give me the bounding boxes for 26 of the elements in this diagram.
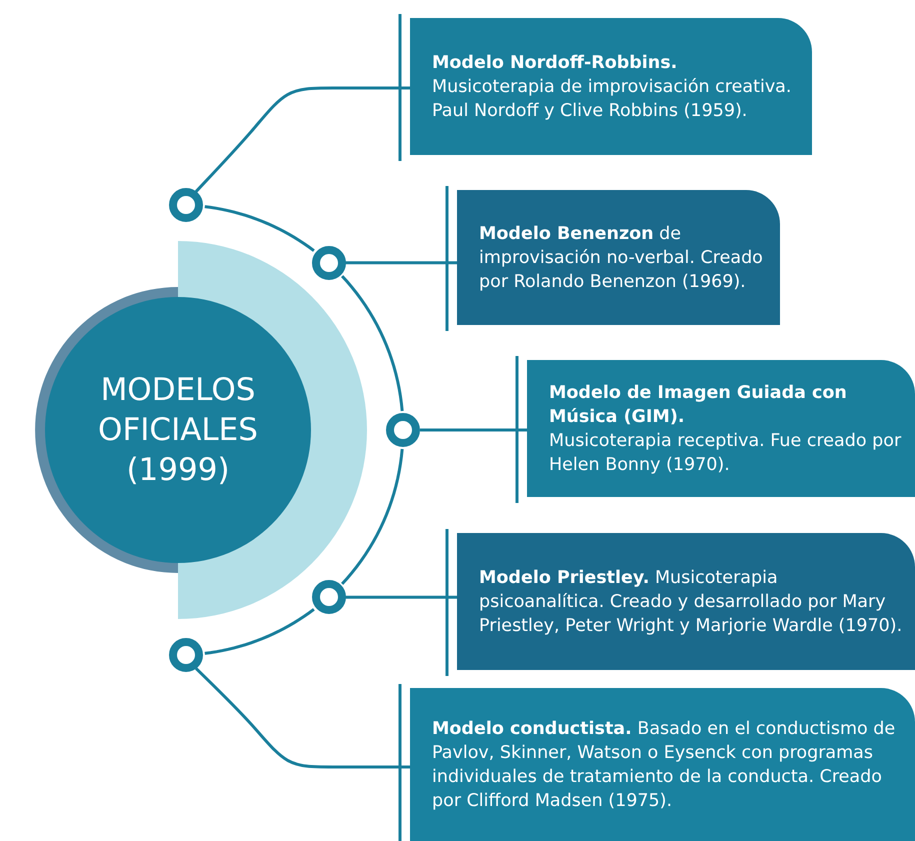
connector-line [204, 608, 315, 655]
ring-circle [312, 580, 346, 614]
model-card [527, 360, 915, 497]
model-title: Modelo de Imagen Guiada con Música (GIM). [549, 382, 848, 428]
model-description: Modelo Priestley. Musicoterapia psicoanalítica. Creado y desarrollado por Mary Priestley, Peter Wright y Marjorie Wardle (1970). [479, 566, 903, 638]
center-title: MODELOS OFICIALES (1999) [97, 371, 259, 490]
connector-line [204, 205, 315, 252]
ring-circle [168, 188, 203, 222]
connector-line [346, 261, 457, 264]
ring-circle [168, 638, 203, 672]
connector-line [195, 667, 410, 768]
connector-line [341, 275, 404, 412]
connector-line [194, 86, 410, 193]
model-card [410, 688, 915, 841]
model-description: Modelo conductista. Basado en el conductismo de Pavlov, Skinner, Watson o Eysenck con programas individuales de tratamiento de la conducta. Creado por Clifford Madsen (1975). [432, 718, 896, 812]
connector-line [341, 448, 404, 585]
ring-circle [312, 246, 346, 280]
connector-line [420, 428, 527, 432]
ring-circle [386, 413, 420, 447]
model-card [457, 190, 780, 325]
model-description: Musicoterapia receptiva. Fue creado por Helen Bonny (1970). [549, 430, 902, 476]
model-description: Modelo Benenzon de improvisación no-verbal. Creado por Rolando Benenzon (1969). [479, 222, 764, 294]
connector-line [346, 596, 457, 599]
model-card [457, 533, 915, 670]
model-description: Modelo Nordoff-Robbins. Musicoterapia de improvisación creativa. Paul Nordoff y Clive Robbins (1959). [432, 52, 792, 122]
model-card [410, 18, 812, 155]
